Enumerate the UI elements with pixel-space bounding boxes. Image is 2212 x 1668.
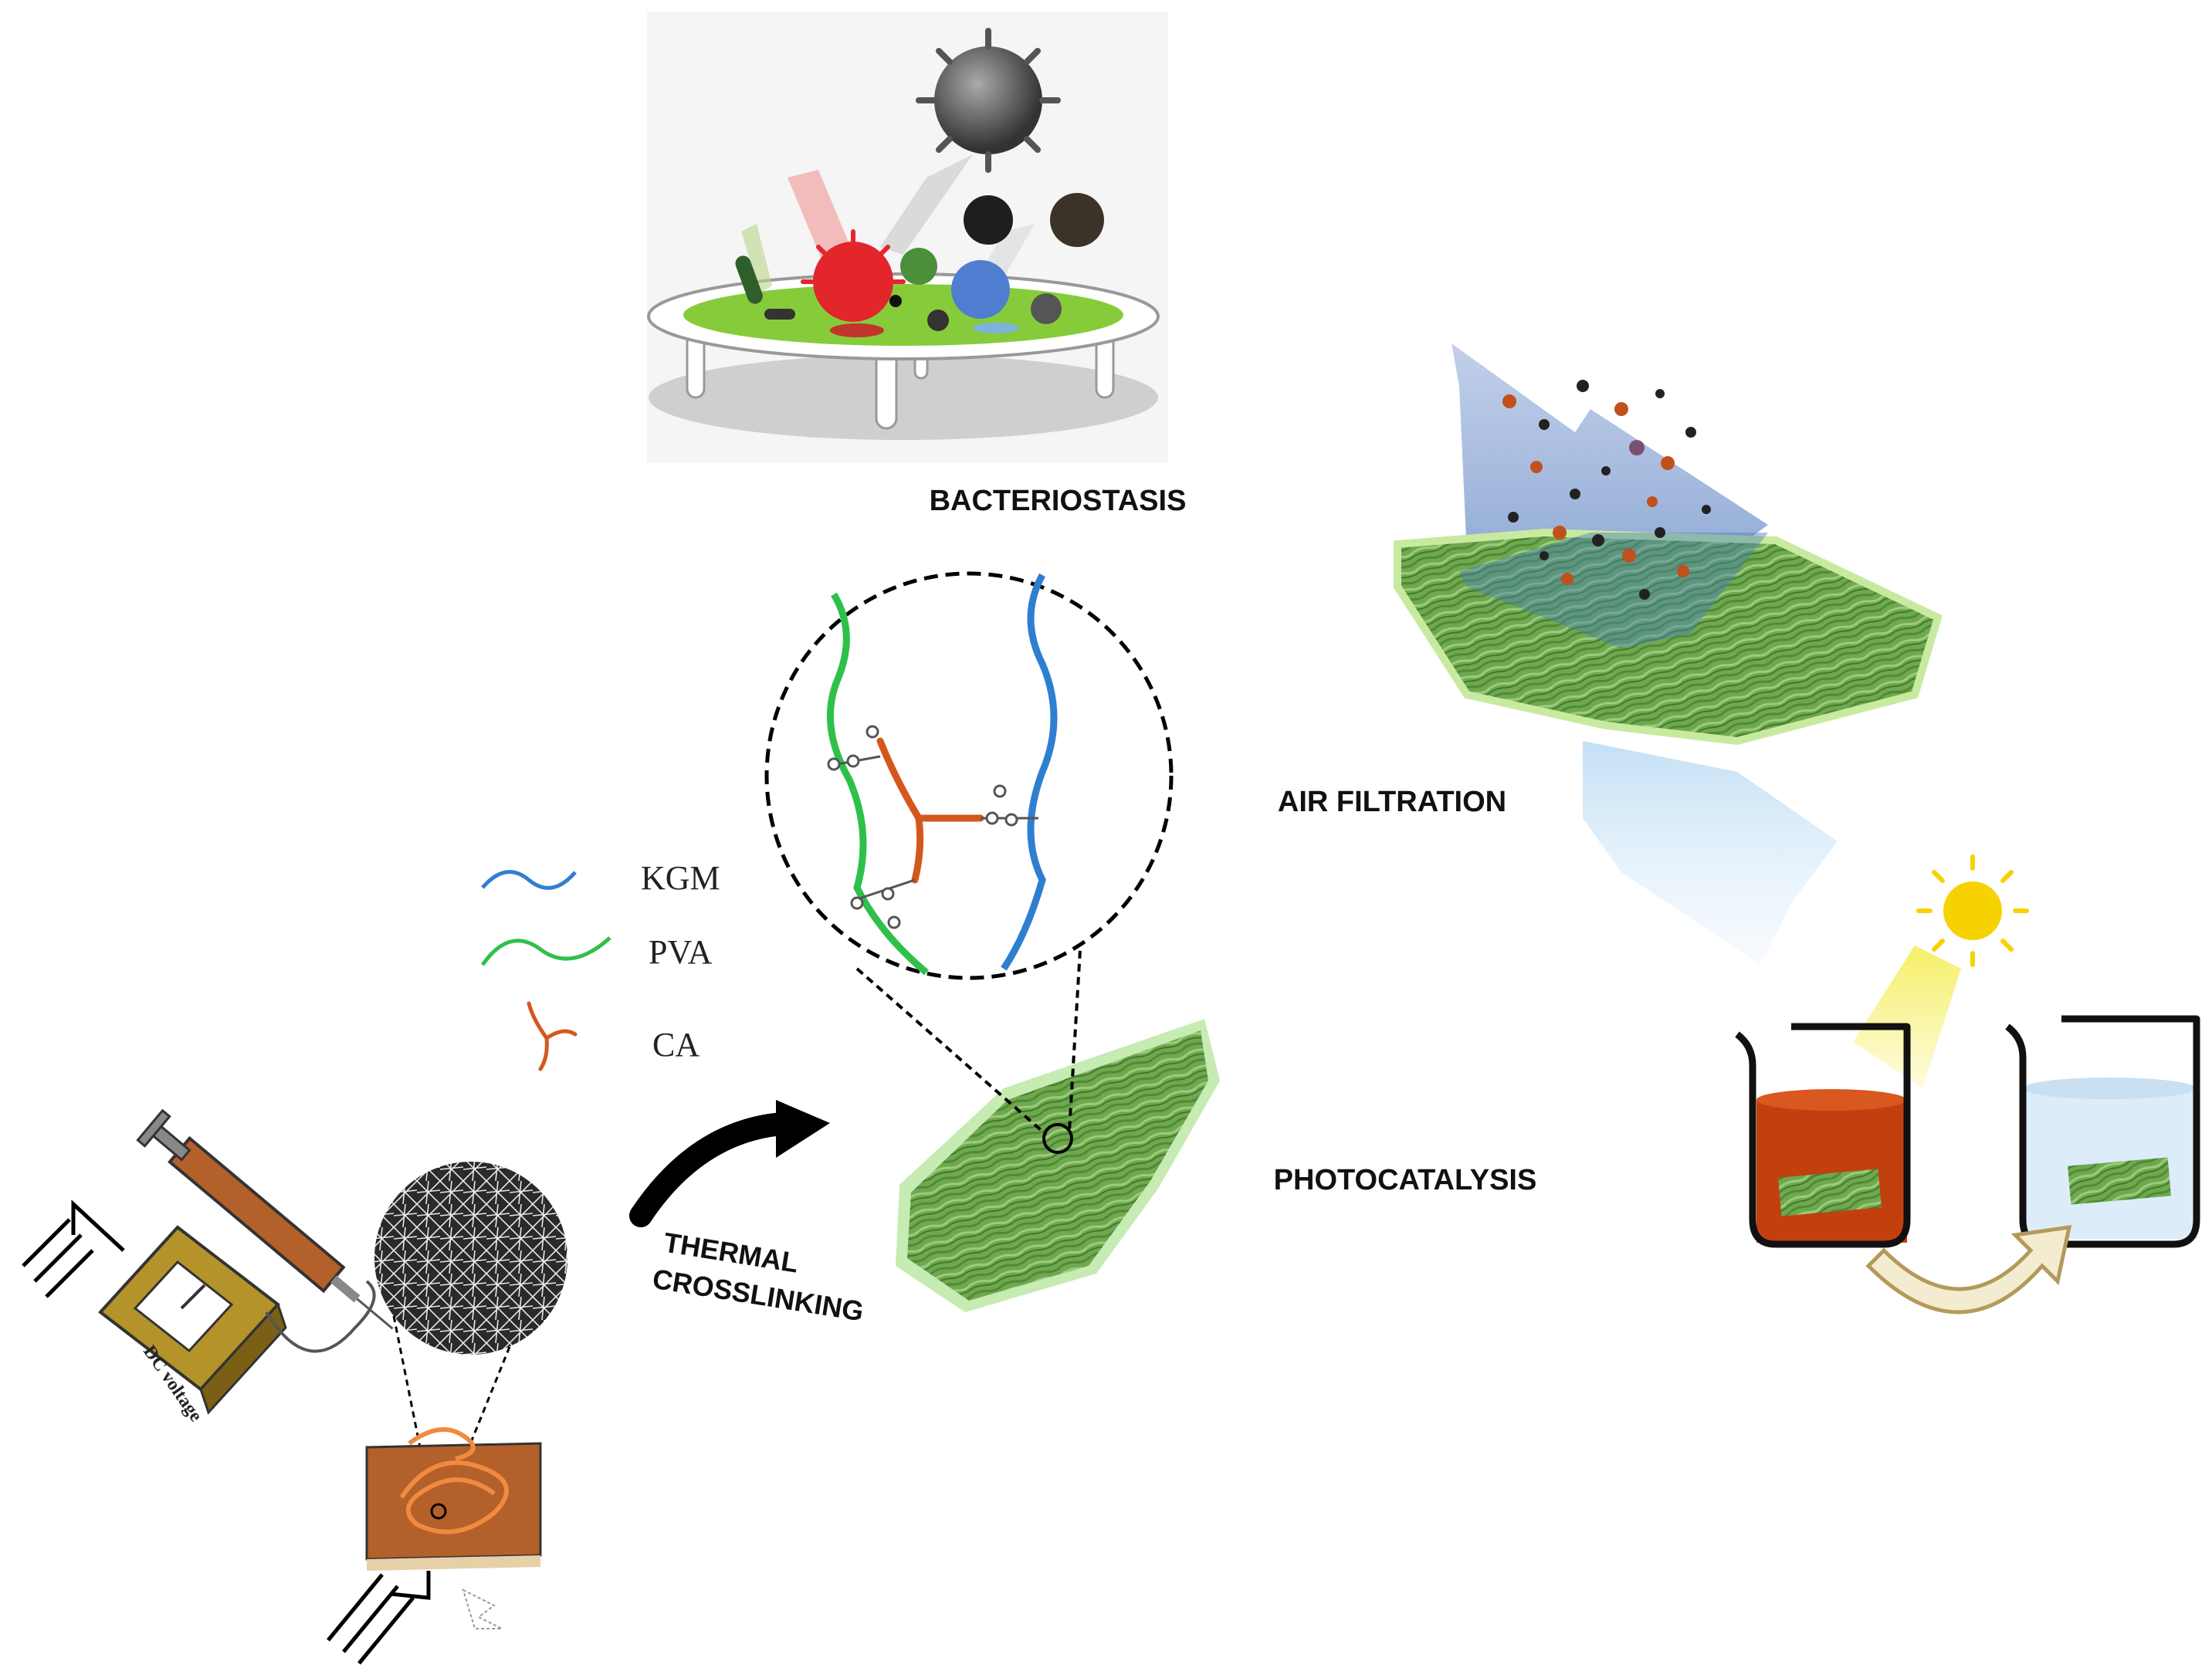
zoom-point	[1042, 1123, 1073, 1154]
ground-symbol-bottom	[327, 1571, 431, 1665]
label-bacteriostasis: BACTERIOSTASIS	[930, 485, 1187, 517]
kgm-chain	[1001, 573, 1058, 971]
legend-swatch-ca	[527, 1001, 578, 1071]
bacteriostasis-panel: BACTERIOSTASIS	[647, 12, 1186, 517]
label-air-filtration: AIR FILTRATION	[1278, 786, 1506, 818]
process-arrow-head	[776, 1100, 830, 1158]
collector-plate	[365, 1427, 542, 1571]
gauge-needle	[180, 1284, 206, 1310]
legend-label-ca: CA	[652, 1026, 700, 1064]
polymer-legend: KGM PVA CA	[446, 841, 747, 1073]
ca-crosslinker	[876, 737, 984, 884]
nanofiber-sem-inset	[374, 1162, 567, 1355]
legend-box	[446, 841, 747, 1073]
voltage-box: DC voltage	[98, 1225, 287, 1426]
process-arrow	[629, 1111, 811, 1227]
molecular-zoom-circle	[764, 571, 1174, 980]
transition-arrow	[1865, 1225, 2072, 1314]
microbes	[735, 193, 1104, 333]
voltage-wire	[265, 1280, 376, 1353]
crosslinked-fiber-mat	[907, 1030, 1208, 1301]
photocatalysis-panel: PHOTOCATALYSIS	[1274, 854, 2200, 1314]
airflow-overlay	[1459, 533, 1768, 648]
pva-chain	[826, 592, 929, 976]
sun-icon	[1916, 854, 2029, 967]
dye-beaker	[1735, 1023, 1911, 1248]
crosslinked-mat-panel	[764, 571, 1220, 1312]
legend-label-pva: PVA	[649, 933, 713, 971]
red-virus	[801, 229, 906, 337]
filtered-airflow-arrow	[1583, 741, 1838, 965]
dashed-mark	[462, 1588, 503, 1629]
thermal-crosslinking-step: THERMAL CROSSLINKING	[629, 1100, 865, 1327]
large-virus	[916, 28, 1061, 173]
legend-label-kgm: KGM	[641, 859, 720, 897]
legend-swatch-pva	[480, 936, 611, 966]
table-shadow	[649, 355, 1158, 440]
air-filtration-panel: AIR FILTRATION	[1278, 343, 1943, 965]
light-beam	[1853, 946, 1961, 1088]
ester-linkages	[827, 725, 1038, 929]
clean-water-beaker	[2005, 1015, 2200, 1248]
particulate-matter	[1502, 380, 1711, 600]
electrospinning-setup: DC voltage	[22, 1108, 567, 1665]
legend-swatch-kgm	[481, 870, 577, 890]
ground-symbol-top	[22, 1199, 125, 1298]
syringe	[136, 1108, 394, 1330]
label-photocatalysis: PHOTOCATALYSIS	[1274, 1164, 1537, 1196]
